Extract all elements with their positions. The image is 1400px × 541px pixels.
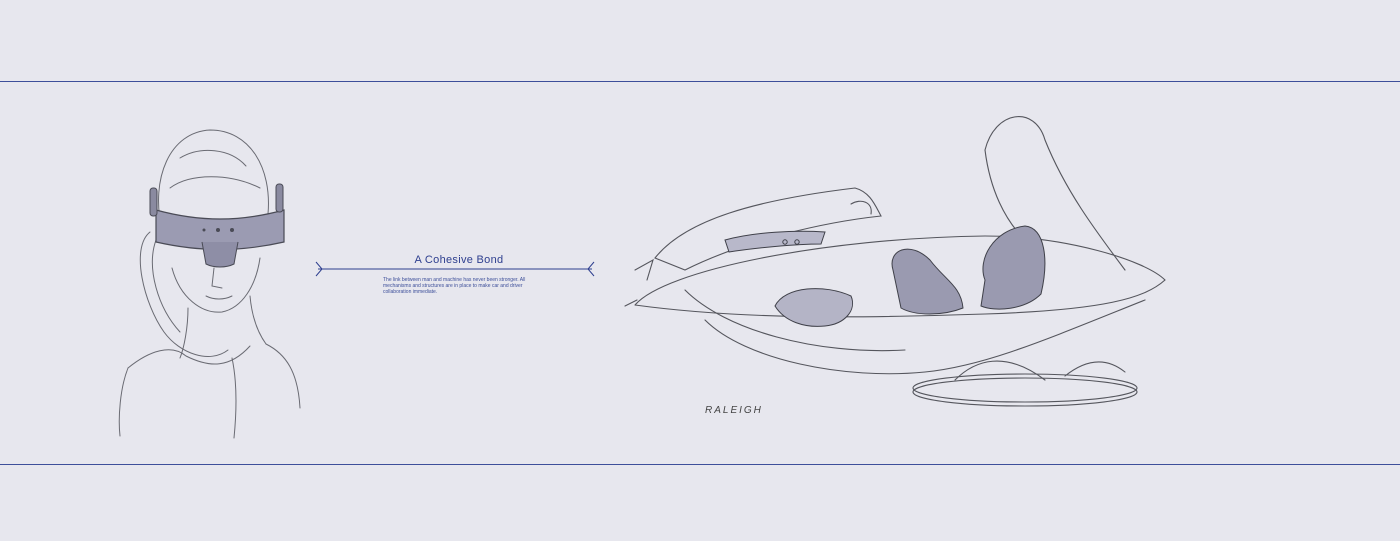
top-divider-line	[0, 81, 1400, 82]
connector-line	[315, 261, 595, 277]
designer-signature: RALEIGH	[705, 405, 763, 416]
section-heading: A Cohesive Bond	[414, 254, 504, 266]
bottom-divider-line	[0, 464, 1400, 465]
section-description: The link between man and machine has nev…	[383, 277, 526, 295]
driver-visor-sketch	[118, 129, 301, 439]
vehicle-concept-sketch	[624, 116, 1166, 407]
